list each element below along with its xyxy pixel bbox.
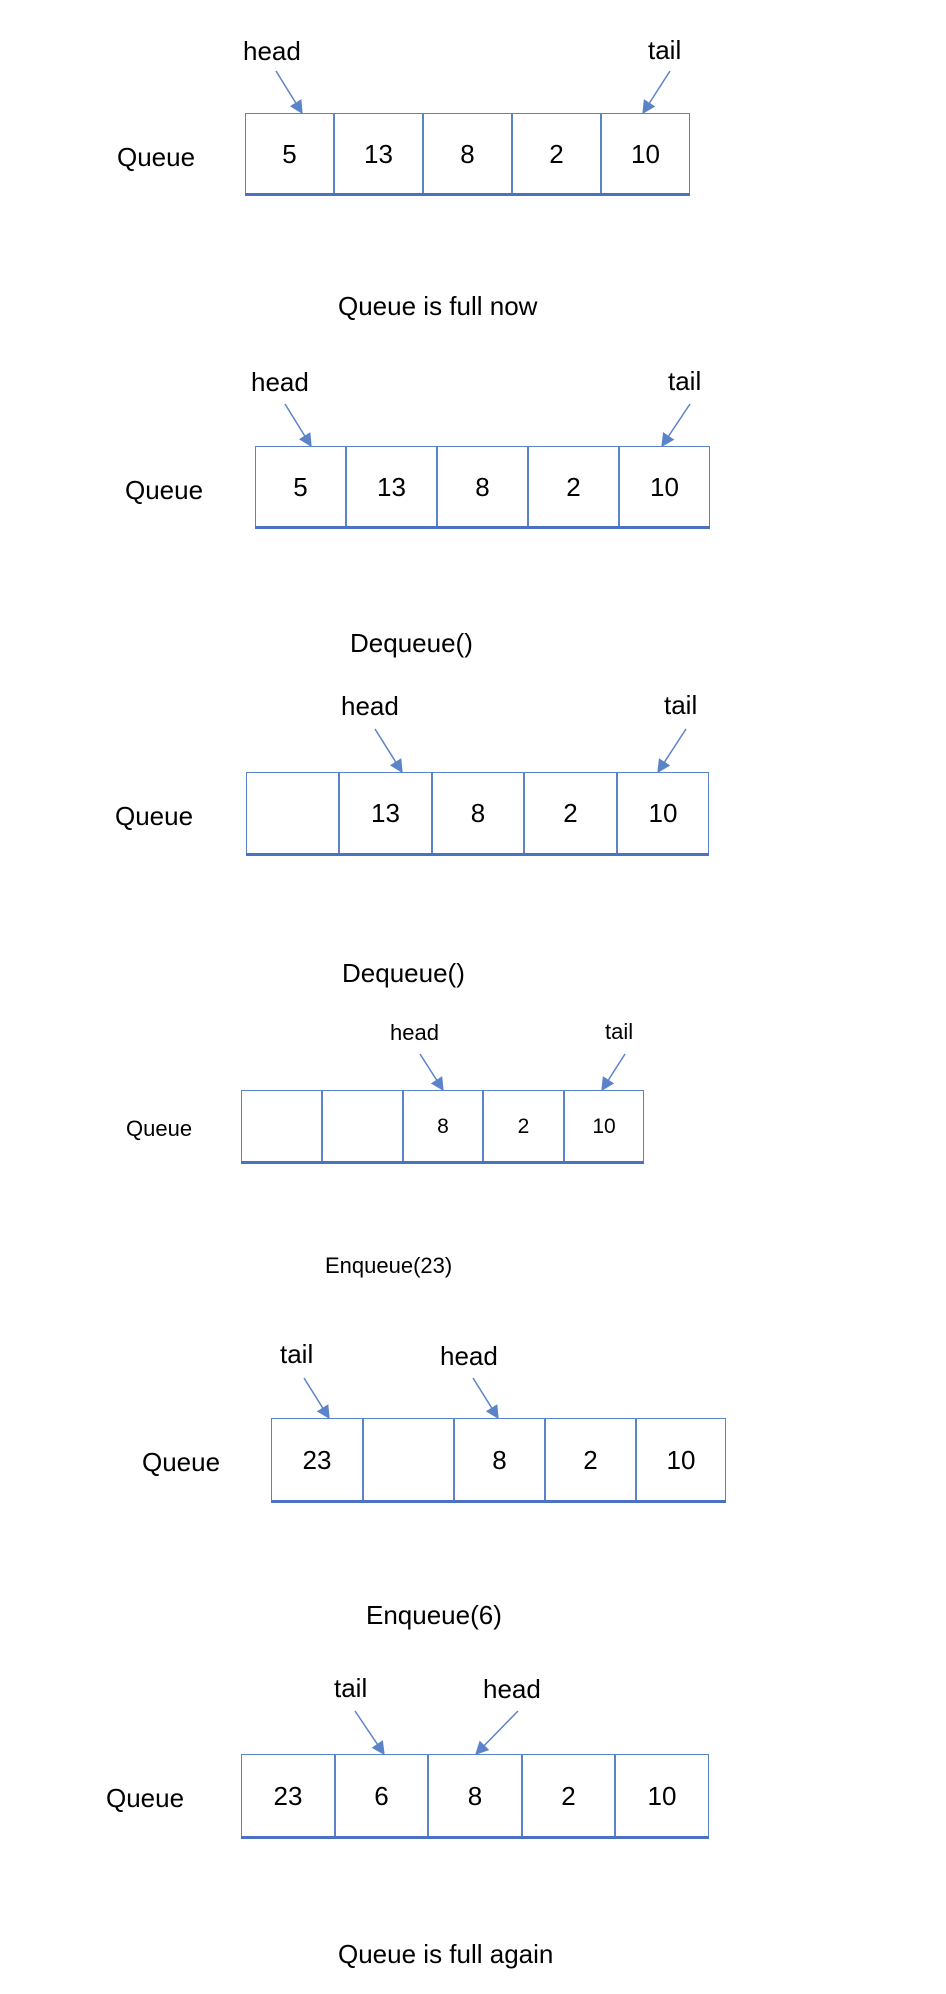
caption: Dequeue() (342, 958, 465, 988)
tail-pointer-arrow (642, 70, 671, 115)
head-pointer-arrow (284, 403, 312, 448)
queue-baseline (241, 1161, 644, 1164)
queue-label: Queue (142, 1447, 221, 1477)
queue-cell: 2 (545, 1418, 636, 1502)
queue-cell: 23 (271, 1418, 363, 1502)
queue-cell: 8 (437, 446, 528, 528)
queue-cell: 13 (339, 772, 432, 855)
tail-pointer-arrow (354, 1710, 385, 1756)
queue-cell: 8 (423, 113, 512, 195)
queue-cell: 5 (255, 446, 346, 528)
queue-cell (241, 1090, 322, 1163)
queue-label: Queue (115, 801, 194, 831)
queue-cell: 2 (512, 113, 601, 195)
caption: Queue is full again (338, 1939, 554, 1969)
queue-cell: 10 (619, 446, 710, 528)
head-label: head (440, 1341, 498, 1371)
head-label: head (390, 1020, 439, 1045)
queue-cell: 13 (334, 113, 423, 195)
queue-baseline (246, 853, 709, 856)
queue-cell: 13 (346, 446, 437, 528)
tail-label: tail (334, 1673, 368, 1703)
queue-cell (363, 1418, 454, 1502)
queue-cell: 5 (245, 113, 334, 195)
queue-cell (322, 1090, 403, 1163)
queue-baseline (245, 193, 690, 196)
head-pointer-arrow (275, 70, 303, 115)
head-label: head (243, 36, 301, 66)
queue-cell: 10 (564, 1090, 644, 1163)
head-label: head (341, 691, 399, 721)
queue-cell: 2 (524, 772, 617, 855)
caption: Enqueue(23) (325, 1253, 453, 1278)
head-pointer-arrow (475, 1710, 519, 1755)
tail-pointer-arrow (303, 1377, 330, 1420)
tail-label: tail (668, 366, 702, 396)
tail-pointer-arrow (657, 728, 687, 774)
caption: Enqueue(6) (366, 1600, 502, 1630)
queue-cell: 6 (335, 1754, 428, 1838)
queue-cell: 2 (522, 1754, 615, 1838)
queue-cell: 8 (454, 1418, 545, 1502)
queue-cell: 10 (601, 113, 690, 195)
queue-baseline (241, 1836, 709, 1839)
queue-cell: 10 (615, 1754, 709, 1838)
queue-cell: 8 (432, 772, 524, 855)
tail-label: tail (280, 1339, 314, 1369)
queue-baseline (255, 526, 710, 529)
queue-label: Queue (117, 142, 196, 172)
queue-baseline (271, 1500, 726, 1503)
head-pointer-arrow (374, 728, 403, 774)
queue-cell: 10 (636, 1418, 726, 1502)
queue-cell: 23 (241, 1754, 335, 1838)
head-label: head (251, 367, 309, 397)
queue-cell: 8 (403, 1090, 483, 1163)
tail-label: tail (664, 690, 698, 720)
head-label: head (483, 1674, 541, 1704)
caption: Dequeue() (350, 628, 473, 658)
caption: Queue is full now (338, 291, 538, 321)
queue-cell (246, 772, 339, 855)
queue-label: Queue (106, 1783, 185, 1813)
queue-label: Queue (125, 475, 204, 505)
queue-cell: 2 (528, 446, 619, 528)
queue-cell: 10 (617, 772, 709, 855)
tail-label: tail (605, 1019, 634, 1044)
queue-label: Queue (126, 1116, 193, 1141)
tail-pointer-arrow (601, 1053, 626, 1092)
queue-cell: 2 (483, 1090, 564, 1163)
queue-cell: 8 (428, 1754, 522, 1838)
tail-pointer-arrow (661, 403, 691, 448)
tail-label: tail (648, 35, 682, 65)
head-pointer-arrow (472, 1377, 499, 1420)
head-pointer-arrow (419, 1053, 444, 1092)
